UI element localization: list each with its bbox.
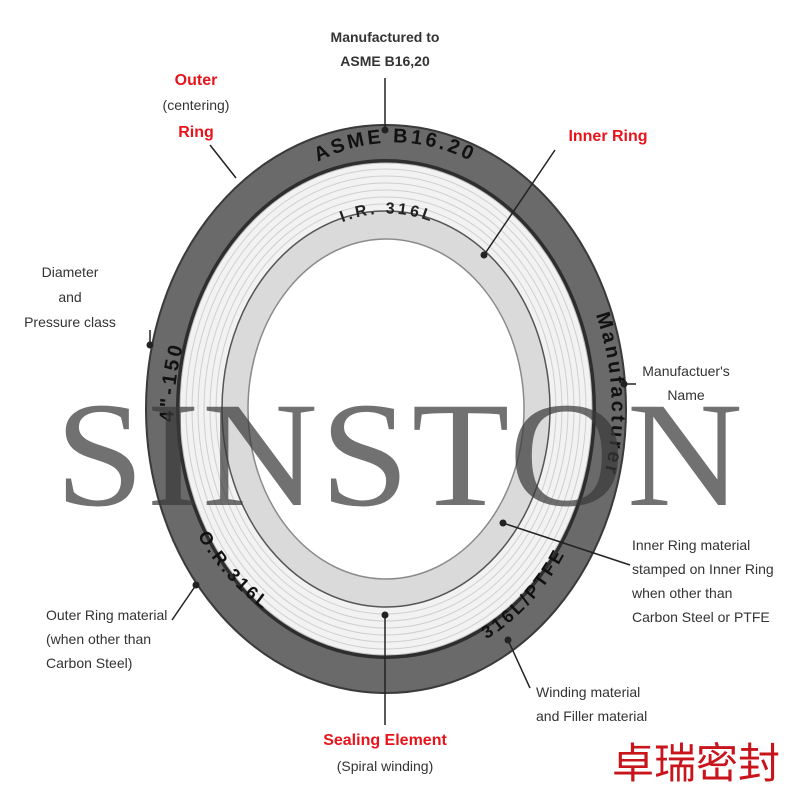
label-manufactured-line1: Manufactured to xyxy=(331,29,440,45)
label-manufactured: Manufactured to ASME B16,20 xyxy=(331,29,440,69)
label-outer-material: Outer Ring material (when other than Car… xyxy=(46,607,167,671)
label-inner-material-line1: Inner Ring material xyxy=(632,537,750,553)
label-diameter-line3: Pressure class xyxy=(24,314,116,330)
label-diameter-line2: and xyxy=(58,289,81,305)
label-outer-ring-line3: Ring xyxy=(178,124,214,141)
label-diameter-line1: Diameter xyxy=(42,264,99,280)
label-inner-ring: Inner Ring xyxy=(568,128,647,145)
label-diameter: Diameter and Pressure class xyxy=(24,264,116,330)
label-outer-material-line3: Carbon Steel) xyxy=(46,655,132,671)
label-winding-line2: and Filler material xyxy=(536,708,647,724)
label-sealing: Sealing Element (Spiral winding) xyxy=(323,732,447,774)
label-manufacturer-name: Manufactuer's Name xyxy=(642,363,730,403)
label-outer-ring-line1: Outer xyxy=(175,72,218,89)
label-inner-material-line4: Carbon Steel or PTFE xyxy=(632,609,770,625)
label-winding: Winding material and Filler material xyxy=(536,684,647,724)
leader-lines xyxy=(146,78,636,725)
label-outer-ring-line2: (centering) xyxy=(163,97,230,113)
gasket-bore xyxy=(247,238,525,580)
label-inner-material: Inner Ring material stamped on Inner Rin… xyxy=(631,537,774,625)
label-sealing-line2: (Spiral winding) xyxy=(337,758,433,774)
label-winding-line1: Winding material xyxy=(536,684,640,700)
label-outer-material-line1: Outer Ring material xyxy=(46,607,167,623)
label-manufacturer-name-line2: Name xyxy=(667,387,705,403)
label-outer-ring: Outer (centering) Ring xyxy=(163,72,230,141)
label-inner-material-line2: stamped on Inner Ring xyxy=(632,561,774,577)
label-outer-material-line2: (when other than xyxy=(46,631,151,647)
label-sealing-line1: Sealing Element xyxy=(323,732,447,749)
watermark-chinese: 卓瑞密封 xyxy=(612,739,780,788)
label-manufactured-line2: ASME B16,20 xyxy=(340,53,430,69)
label-manufacturer-name-line1: Manufactuer's xyxy=(642,363,730,379)
label-inner-material-line3: when other than xyxy=(631,585,732,601)
spiral-winding-lines xyxy=(185,168,587,650)
watermark-text: SINSTON xyxy=(55,372,745,538)
